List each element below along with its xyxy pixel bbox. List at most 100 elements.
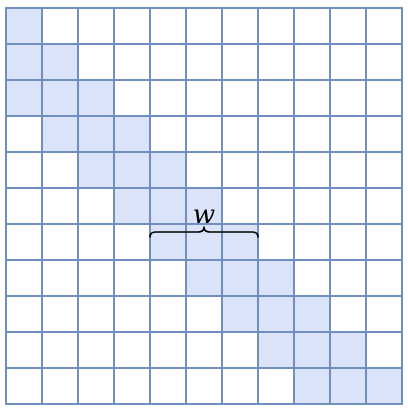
grid-cell [77,7,115,45]
grid-cell [41,7,79,45]
grid-cell [185,7,223,45]
grid-cell [113,367,151,405]
grid-cell [185,151,223,189]
grid-cell [221,115,259,153]
grid-cell [113,331,151,369]
shaded-cell [293,295,331,333]
grid-cell [185,367,223,405]
grid-cell [221,367,259,405]
grid-cell [329,7,367,45]
shaded-cell [77,115,115,153]
grid-cell [5,331,43,369]
grid-cell [5,151,43,189]
grid-cell [77,223,115,261]
grid-cell [77,367,115,405]
grid-cell [113,295,151,333]
width-label: w [193,200,215,230]
shaded-cell [77,151,115,189]
grid-cell [293,43,331,81]
grid-cell [5,187,43,225]
grid-cell [293,7,331,45]
shaded-cell [149,223,187,261]
grid-cell [365,223,403,261]
shaded-cell [41,79,79,117]
grid-cell [5,295,43,333]
grid-cell [41,223,79,261]
grid-cell [113,259,151,297]
grid-cell [221,43,259,81]
grid-cell [221,151,259,189]
shaded-cell [329,331,367,369]
grid-cell [365,79,403,117]
shaded-cell [257,295,295,333]
grid-cell [365,43,403,81]
grid-cell [41,259,79,297]
grid-cell [221,187,259,225]
shaded-cell [113,151,151,189]
grid-cell [149,79,187,117]
grid-cell [293,151,331,189]
grid-cell [185,115,223,153]
shaded-cell [149,187,187,225]
grid-cell [113,43,151,81]
grid-cell [149,331,187,369]
grid-cell [221,331,259,369]
width-brace [149,226,259,238]
grid-cell [257,79,295,117]
grid-cell [293,259,331,297]
shaded-cell [221,295,259,333]
shaded-cell [293,367,331,405]
grid-cell [221,79,259,117]
shaded-cell [365,367,403,405]
grid-cell [365,295,403,333]
grid-cell [185,43,223,81]
grid-cell [149,367,187,405]
grid-cell [113,79,151,117]
grid-cell [41,295,79,333]
grid-cell [329,43,367,81]
shaded-cell [221,223,259,261]
grid-cell [77,259,115,297]
grid-cell [257,151,295,189]
shaded-cell [257,259,295,297]
grid-cell [5,223,43,261]
grid-cell [77,331,115,369]
grid-cell [257,43,295,81]
shaded-cell [5,43,43,81]
grid-cell [329,295,367,333]
grid-cell [293,79,331,117]
grid-cell [365,259,403,297]
grid-cell [329,223,367,261]
grid-cell [185,295,223,333]
shaded-cell [185,259,223,297]
grid-cell [257,7,295,45]
grid-cell [329,259,367,297]
grid-cell [77,43,115,81]
shaded-cell [5,7,43,45]
grid-cell [257,367,295,405]
shaded-cell [185,187,223,225]
grid-cell [185,331,223,369]
grid-cell [257,223,295,261]
shaded-cell [185,223,223,261]
grid-cell [293,187,331,225]
shaded-cell [221,259,259,297]
grid-cell [5,367,43,405]
grid-cell [293,223,331,261]
grid-cell [329,115,367,153]
grid-cell [185,79,223,117]
grid-cell [149,115,187,153]
grid-cell [41,331,79,369]
shaded-cell [149,151,187,189]
grid-cell [365,7,403,45]
grid-cell [365,151,403,189]
grid-cell [221,7,259,45]
shaded-cell [329,367,367,405]
grid-cell [113,7,151,45]
grid-cell [41,187,79,225]
shaded-cell [77,79,115,117]
grid-cell [329,79,367,117]
grid-cell [5,259,43,297]
grid-cell [293,115,331,153]
